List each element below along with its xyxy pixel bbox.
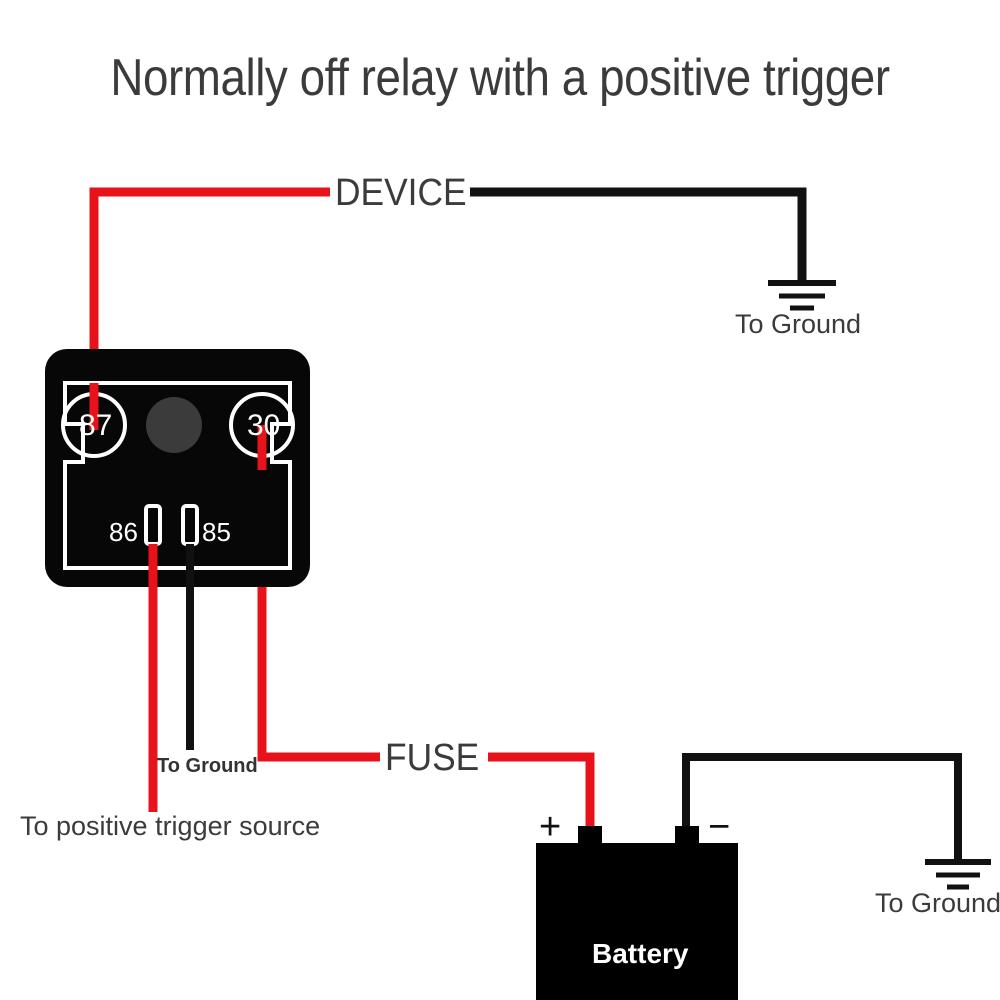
relay-body (45, 349, 310, 587)
relay-pin-85-label: 85 (202, 517, 231, 547)
ground-symbol-icon-device (768, 280, 836, 311)
battery-terminal-positive-icon[interactable] (578, 826, 602, 846)
ground-symbol-icon-battery (925, 859, 991, 890)
ground-label-device: To Ground (735, 309, 862, 339)
trigger-source-label: To positive trigger source (20, 811, 321, 841)
relay-pin-87-label: 87 (79, 409, 113, 442)
battery-positive-sign: + (539, 806, 562, 848)
relay-pin-86-label: 86 (109, 517, 138, 547)
battery-terminal-negative-icon[interactable] (675, 826, 699, 846)
battery-body (536, 843, 738, 1000)
wire-fuse-to-battery-positive (488, 752, 595, 838)
ground-label-battery: To Ground (875, 888, 1000, 918)
wire-device-to-ground (470, 187, 807, 283)
relay-pin-30-label: 30 (247, 409, 281, 442)
device-label: DEVICE (335, 172, 467, 214)
fuse-label: FUSE (385, 737, 480, 779)
relay-knob-icon (146, 397, 202, 453)
battery-negative-sign: − (708, 806, 731, 848)
page-title: Normally off relay with a positive trigg… (110, 49, 890, 107)
battery[interactable] (536, 826, 738, 1000)
relay-face-outline (63, 381, 292, 570)
relay-module[interactable] (45, 349, 310, 587)
wire-battery-negative-to-ground (682, 753, 962, 862)
battery-label: Battery (592, 938, 689, 969)
ground-label-relay-85: To Ground (157, 755, 258, 777)
